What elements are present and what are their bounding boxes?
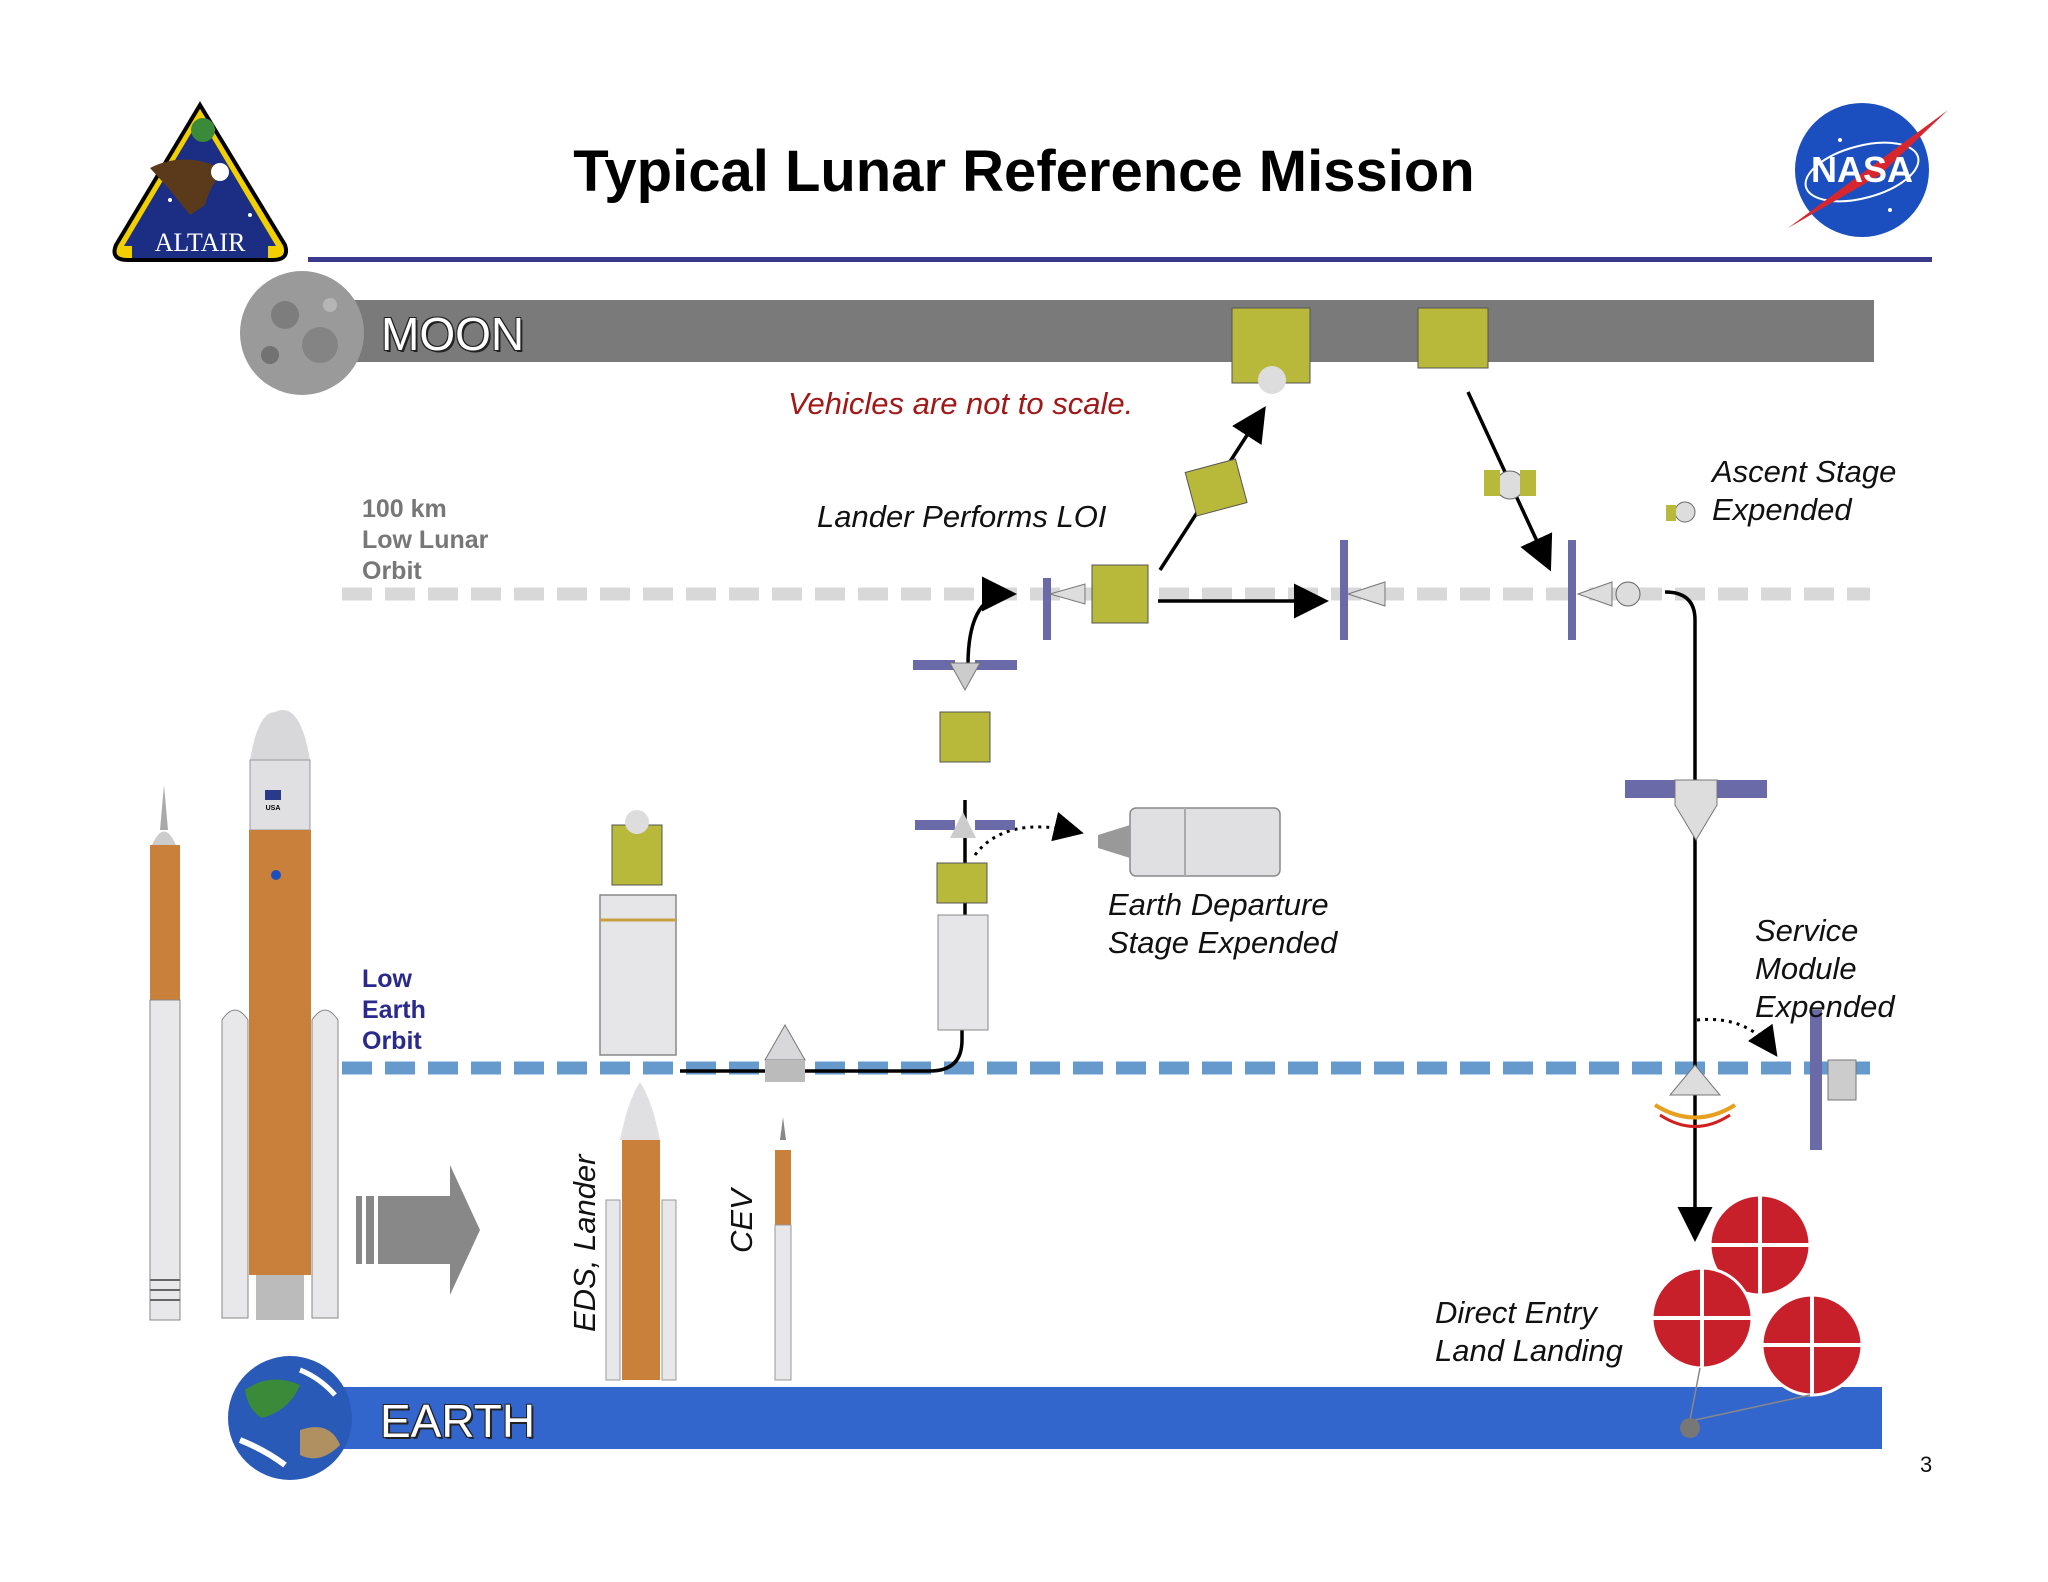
- expended-eds: [1098, 807, 1281, 877]
- mated-stack: [915, 812, 1015, 1031]
- landing-caption: Direct Entry Land Landing: [1435, 1295, 1623, 1368]
- cev-lander-llo: [1043, 564, 1149, 640]
- page-number: 3: [1920, 1452, 1933, 1477]
- cev-llo-loiter: [1340, 540, 1386, 640]
- ascent-stage-expended: [1666, 501, 1696, 523]
- moon-icon: [240, 271, 364, 395]
- earth-band: [300, 1387, 1882, 1449]
- earth-icon: [228, 1356, 352, 1480]
- lander-on-surface-2: [1417, 307, 1489, 369]
- eds-expended-caption: Earth Departure Stage Expended: [1108, 887, 1338, 960]
- scale-note: Vehicles are not to scale.: [788, 386, 1134, 421]
- crew-module-entry: [1653, 1064, 1737, 1128]
- moon-band: [300, 300, 1874, 362]
- low-earth-orbit-label: Low Earth Orbit: [362, 965, 426, 1055]
- launch-arrow: [356, 1165, 480, 1295]
- cargo-vehicle-label: EDS, Lander: [567, 1153, 602, 1332]
- service-module-caption: Service Module Expended: [1755, 913, 1895, 1024]
- tli-arrow: [966, 576, 1017, 666]
- cev-capsule-leo: [764, 1023, 806, 1082]
- moon-label: MOON: [381, 308, 525, 360]
- eds-separation-arrow: [973, 811, 1084, 856]
- cev-ascent-docked: [1568, 540, 1641, 640]
- ascent-stage: [1484, 470, 1536, 500]
- cargo-launch-vehicle: [605, 1082, 677, 1381]
- ares-v-rocket: [221, 710, 339, 1320]
- lander-descending: [1184, 458, 1248, 517]
- cev-lander-transit: [913, 660, 1017, 763]
- parachutes: [1650, 1193, 1864, 1438]
- service-module-expended: [1810, 1010, 1857, 1150]
- earth-label: EARTH: [380, 1395, 536, 1447]
- slide-title: Typical Lunar Reference Mission: [573, 139, 1475, 204]
- crew-vehicle-label: CEV: [724, 1186, 759, 1253]
- rocket-usa-label: USA: [266, 805, 281, 812]
- ascent-stage-caption: Ascent Stage Expended: [1712, 454, 1897, 527]
- crew-launch-vehicle: [774, 1117, 792, 1381]
- loi-caption: Lander Performs LOI: [817, 499, 1107, 534]
- lander-on-surface-1: [1231, 307, 1311, 394]
- cev-return: [1625, 779, 1767, 841]
- leo-rendezvous-arrow: [680, 1010, 964, 1073]
- ares-i-rocket: [149, 785, 181, 1321]
- return-arrow: [1664, 590, 1713, 1242]
- eds-lander-stack: [599, 810, 677, 1056]
- sm-separation-arrow: [1696, 1017, 1778, 1057]
- title-rule: [308, 257, 1932, 262]
- low-lunar-orbit-label: 100 km Low Lunar Orbit: [362, 495, 489, 585]
